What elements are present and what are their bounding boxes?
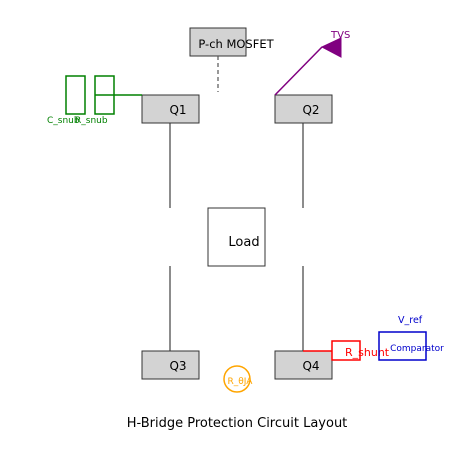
q1-box [141,94,200,124]
r-snub-label: R_snub [75,116,108,126]
vref-label: V_ref [398,315,423,326]
pch-mosfet-label: P-ch MOSFET [198,37,274,51]
tvs-diode-symbol [320,37,342,58]
r-shunt-component [331,340,361,361]
comparator-label: Comparator [390,344,444,354]
c-snub-component [65,75,86,115]
load-box [207,207,266,267]
diagram-title: H-Bridge Protection Circuit Layout [127,416,348,431]
c-snub-label: C_snub [47,116,80,126]
comparator-box [378,331,427,361]
q3-label: Q3 [169,359,186,373]
tvs-wire [274,46,323,96]
r-theta-ja-symbol [223,365,251,393]
pch-mosfet-box [189,27,247,57]
q4-label: Q4 [302,359,319,373]
r-theta-ja-label: R_θJA [228,377,254,387]
q3-box [141,350,200,380]
tvs-label: TVS [330,30,350,41]
q2-box [274,94,333,124]
r-shunt-label: R_shunt [345,346,390,359]
q2-label: Q2 [302,103,319,117]
q1-label: Q1 [169,103,186,117]
load-label: Load [228,235,259,250]
q4-box [274,350,333,380]
